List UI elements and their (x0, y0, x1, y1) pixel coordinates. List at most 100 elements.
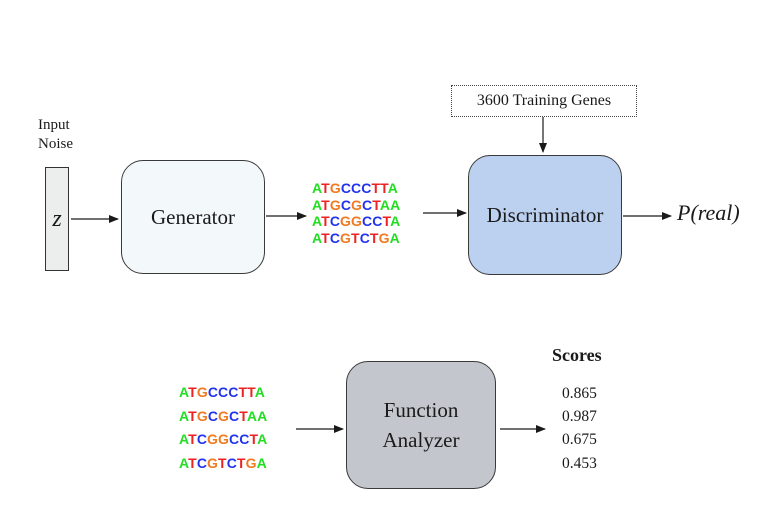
nucleotide-C: C (362, 213, 373, 229)
scores-title: Scores (552, 345, 602, 365)
nucleotide-T: T (372, 196, 380, 213)
nucleotide-C: C (329, 213, 341, 229)
nucleotide-G: G (329, 180, 341, 196)
score-value-4: 0.453 (562, 455, 597, 472)
nucleotide-T: T (351, 229, 360, 246)
nucleotide-A: A (254, 384, 265, 400)
nucleotide-C: C (226, 454, 237, 471)
nucleotide-C: C (196, 431, 208, 447)
nucleotide-T: T (188, 407, 197, 424)
score-value-2: 0.987 (562, 408, 597, 425)
nucleotide-T: T (382, 213, 391, 229)
nucleotide-C: C (372, 213, 383, 229)
score-value-3: 0.675 (562, 431, 597, 448)
training-genes-label: 3600 Training Genes (476, 92, 612, 109)
nucleotide-A: A (389, 229, 400, 246)
nucleotide-G: G (207, 454, 219, 471)
sequence-1: ATGCCCTTA (312, 180, 400, 197)
nucleotide-A: A (312, 196, 322, 213)
nucleotide-G: G (378, 229, 390, 246)
score-value-1: 0.865 (562, 385, 597, 402)
nucleotide-G: G (340, 229, 352, 246)
function-analyzer-label-line1: Function (383, 398, 459, 422)
nucleotide-C: C (361, 180, 372, 196)
nucleotide-T: T (380, 180, 388, 196)
nucleotide-A: A (256, 454, 267, 471)
nucleotide-A: A (312, 213, 322, 229)
nucleotide-T: T (321, 213, 330, 229)
nucleotide-T: T (188, 454, 197, 471)
nucleotide-T: T (236, 454, 246, 471)
nucleotide-G: G (245, 454, 257, 471)
nucleotide-T: T (371, 180, 381, 196)
nucleotide-G: G (218, 431, 230, 447)
nucleotide-C: C (340, 196, 352, 213)
discriminator-label: Discriminator (486, 203, 604, 227)
nucleotide-C: C (229, 407, 240, 424)
nucleotide-A: A (179, 431, 189, 447)
nucleotide-G: G (351, 213, 363, 229)
nucleotide-C: C (351, 180, 362, 196)
nucleotide-G: G (218, 407, 230, 424)
nucleotide-A: A (379, 196, 391, 213)
nucleotide-T: T (239, 407, 247, 424)
nucleotide-G: G (351, 196, 363, 213)
nucleotide-A: A (312, 180, 322, 196)
sequence-4: ATCGTCTGA (312, 230, 400, 247)
training-genes-box: 3600 Training Genes (451, 85, 637, 117)
nucleotide-C: C (218, 384, 229, 400)
nucleotide-A: A (390, 213, 401, 229)
sequence-3: ATCGGCCTA (312, 213, 400, 230)
nucleotide-C: C (239, 431, 250, 447)
nucleotide-T: T (188, 431, 197, 447)
nucleotide-T: T (247, 384, 255, 400)
function-analyzer-box: Function Analyzer (346, 361, 496, 489)
nucleotide-C: C (229, 431, 240, 447)
output-probability: P(real) (677, 200, 740, 225)
nucleotide-A: A (179, 384, 189, 400)
generator-label: Generator (151, 205, 235, 229)
nucleotide-A: A (179, 407, 189, 424)
sequence-2: ATGCGCTAA (179, 405, 267, 429)
nucleotide-T: T (321, 180, 330, 196)
nucleotide-A: A (390, 196, 401, 213)
nucleotide-C: C (329, 229, 341, 246)
sequence-2: ATGCGCTAA (312, 197, 400, 214)
nucleotide-T: T (249, 431, 258, 447)
nucleotide-G: G (340, 213, 352, 229)
function-analyzer-label-line2: Analyzer (382, 428, 460, 452)
nucleotide-G: G (196, 384, 208, 400)
nucleotide-T: T (188, 384, 197, 400)
nucleotide-A: A (179, 454, 189, 471)
noise-symbol: z (52, 205, 62, 232)
nucleotide-C: C (207, 384, 219, 400)
nucleotide-C: C (207, 407, 219, 424)
input-noise-vector: z (45, 167, 69, 271)
discriminator-box: Discriminator (468, 155, 622, 275)
nucleotide-T: T (238, 384, 248, 400)
sequence-1: ATGCCCTTA (179, 381, 267, 405)
nucleotide-A: A (257, 431, 268, 447)
nucleotide-A: A (387, 180, 398, 196)
nucleotide-G: G (207, 431, 219, 447)
nucleotide-A: A (246, 407, 258, 424)
nucleotide-C: C (359, 229, 370, 246)
nucleotide-T: T (321, 196, 330, 213)
analyzed-sequences: ATGCCCTTA ATGCGCTAA ATCGGCCTA ATCGTCTGA (179, 381, 267, 475)
input-noise-label-line1: Input (38, 117, 70, 133)
nucleotide-A: A (257, 407, 268, 424)
nucleotide-G: G (196, 407, 208, 424)
sequence-3: ATCGGCCTA (179, 428, 267, 452)
nucleotide-T: T (321, 229, 330, 246)
sequence-4: ATCGTCTGA (179, 452, 267, 476)
nucleotide-C: C (340, 180, 352, 196)
input-noise-label: Input Noise (38, 116, 73, 154)
generated-sequences: ATGCCCTTA ATGCGCTAA ATCGGCCTA ATCGTCTGA (312, 180, 400, 246)
nucleotide-C: C (196, 454, 208, 471)
nucleotide-G: G (329, 196, 341, 213)
nucleotide-C: C (228, 384, 239, 400)
nucleotide-T: T (369, 229, 379, 246)
nucleotide-C: C (362, 196, 373, 213)
input-noise-label-line2: Noise (38, 136, 73, 152)
